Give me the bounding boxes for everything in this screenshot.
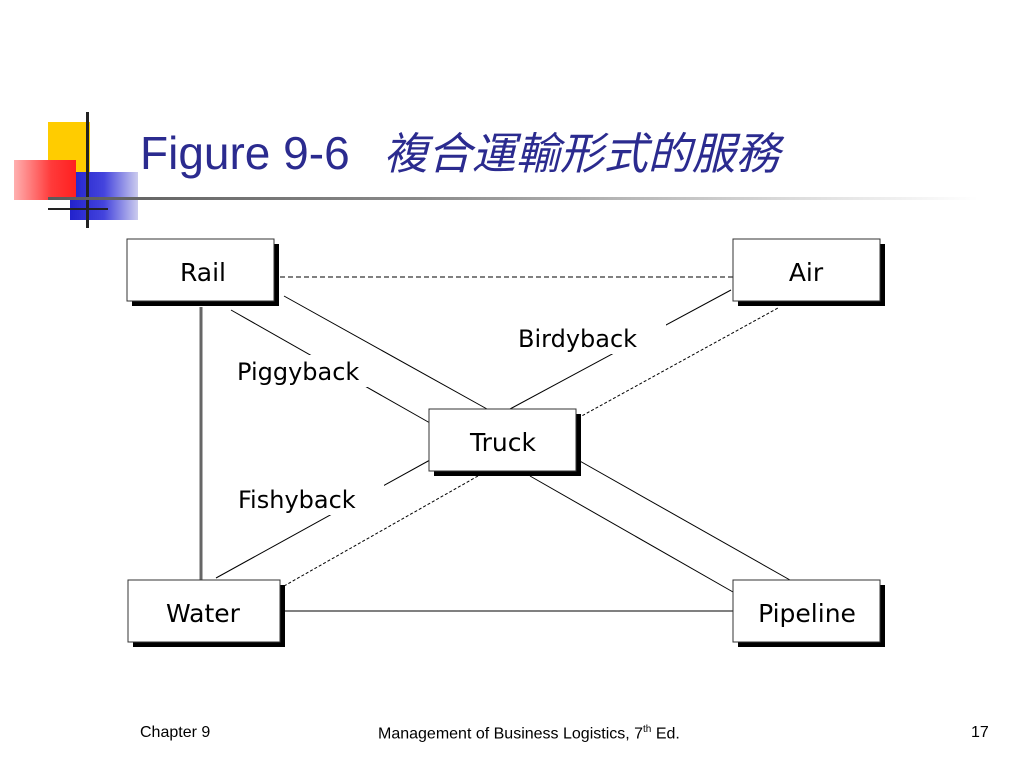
node-air-label: Air [789, 258, 824, 287]
edge-truck-air-2 [577, 307, 779, 419]
node-water: Water [127, 579, 285, 647]
deco-horizontal-line [48, 208, 108, 210]
node-water-label: Water [166, 599, 241, 628]
deco-vertical-line [86, 112, 89, 228]
footer-book-title-text: Management of Business Logistics, 7 [378, 725, 644, 743]
page-title: Figure 9-6 複合運輸形式的服務 [140, 118, 780, 182]
node-rail: Rail [126, 238, 279, 306]
footer-book-title: Management of Business Logistics, 7th Ed… [378, 724, 680, 743]
edge-truck-pipeline-1 [577, 459, 791, 581]
deco-blue-square [70, 172, 138, 220]
node-truck: Truck [428, 408, 581, 476]
node-rail-label: Rail [180, 258, 226, 287]
edge-rail-truck-1 [283, 295, 488, 410]
deco-red-square [14, 160, 76, 200]
footer-page-number: 17 [971, 724, 989, 741]
edge-truck-water-2 [283, 475, 479, 587]
edge-truck-pipeline-2 [529, 475, 734, 593]
node-pipeline: Pipeline [732, 579, 885, 647]
node-truck-label: Truck [469, 428, 536, 457]
title-subtitle: 複合運輸形式的服務 [383, 129, 780, 180]
footer-book-edition-sup: th [643, 724, 652, 735]
label-fishyback: Fishyback [238, 486, 356, 514]
title-main: Figure 9-6 [140, 127, 350, 179]
label-piggyback: Piggyback [237, 358, 359, 386]
node-air: Air [732, 238, 885, 306]
edge-truck-water-1 [215, 459, 431, 579]
title-underline [48, 197, 978, 200]
footer-book-edition-suffix: Ed. [651, 725, 680, 743]
footer-chapter: Chapter 9 [140, 724, 211, 741]
node-pipeline-label: Pipeline [758, 599, 856, 628]
label-birdyback: Birdyback [518, 325, 637, 353]
